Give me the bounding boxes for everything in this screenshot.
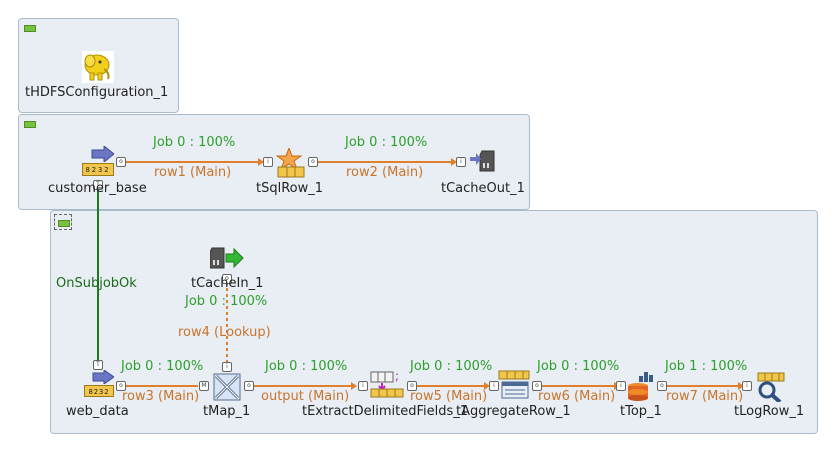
stat-row6: Job 0 : 100% xyxy=(537,359,620,374)
arrow-row5-icon xyxy=(484,382,490,390)
port-in[interactable]: i xyxy=(456,157,466,167)
sql-row-icon[interactable] xyxy=(276,148,306,178)
port-out[interactable]: o xyxy=(407,381,417,391)
connection-label-row4[interactable]: row4 (Lookup) xyxy=(178,325,271,340)
port-out[interactable]: o xyxy=(116,157,126,167)
cache-out-icon[interactable] xyxy=(470,149,500,175)
input-arrow-icon xyxy=(92,370,114,384)
star-icon xyxy=(276,148,305,178)
stat-output: Job 0 : 100% xyxy=(265,359,348,374)
log-row-icon[interactable] xyxy=(754,372,786,402)
customer-base-icon[interactable]: 8232 xyxy=(82,146,114,178)
svg-text:;: ; xyxy=(395,370,399,383)
arrow-row7-icon xyxy=(738,382,744,390)
component-label-cache-in[interactable]: tCacheIn_1 xyxy=(191,276,264,291)
collapse-icon[interactable] xyxy=(24,121,36,128)
input-arrow-icon xyxy=(91,146,114,162)
port-main[interactable]: M xyxy=(199,381,209,391)
component-label-cache-out[interactable]: tCacheOut_1 xyxy=(441,181,525,196)
data-badge: 8232 xyxy=(82,163,114,176)
stat-row1: Job 0 : 100% xyxy=(153,135,236,150)
data-badge: 8232 xyxy=(84,385,114,397)
hadoop-elephant-icon[interactable] xyxy=(82,51,114,83)
collapse-marker-icon xyxy=(58,220,70,227)
connection-label-row5[interactable]: row5 (Main) xyxy=(410,389,488,404)
component-label-tmap[interactable]: tMap_1 xyxy=(203,404,251,419)
arrow-row1-icon xyxy=(258,158,264,166)
connection-label-output[interactable]: output (Main) xyxy=(261,389,350,404)
stat-row4: Job 0 : 100% xyxy=(185,294,268,309)
port-out[interactable]: o xyxy=(244,381,254,391)
port-trigger[interactable]: T xyxy=(93,180,103,190)
component-label-customer-base[interactable]: customer_base xyxy=(48,181,147,196)
port-in[interactable]: i xyxy=(222,362,232,372)
port-out[interactable]: o xyxy=(222,274,232,284)
connection-label-row7[interactable]: row7 (Main) xyxy=(666,389,744,404)
stat-row3: Job 0 : 100% xyxy=(121,359,204,374)
stat-row2: Job 0 : 100% xyxy=(345,135,428,150)
port-trigger-in[interactable]: T xyxy=(93,360,103,370)
stat-row7: Job 1 : 100% xyxy=(665,359,748,374)
collapse-icon[interactable] xyxy=(54,214,72,230)
port-in[interactable]: i xyxy=(742,381,752,391)
cache-in-icon[interactable] xyxy=(210,246,244,272)
connection-label-row2[interactable]: row2 (Main) xyxy=(346,165,424,180)
stat-row5: Job 0 : 100% xyxy=(410,359,493,374)
arrow-row2-icon xyxy=(451,158,457,166)
trigger-label-on-subjob-ok[interactable]: OnSubjobOk xyxy=(56,276,137,291)
port-out[interactable]: o xyxy=(657,381,667,391)
connection-label-row3[interactable]: row3 (Main) xyxy=(122,389,200,404)
component-label-extract[interactable]: tExtractDelimitedFields_1 xyxy=(302,404,469,419)
component-label-web-data[interactable]: web_data xyxy=(66,404,129,419)
component-label-logrow[interactable]: tLogRow_1 xyxy=(734,404,805,419)
port-in[interactable]: i xyxy=(263,157,273,167)
web-data-icon[interactable]: 8232 xyxy=(84,370,114,398)
component-label-top[interactable]: tTop_1 xyxy=(620,404,662,419)
subjob-web-data[interactable] xyxy=(50,210,818,434)
extract-fields-icon[interactable]: ; xyxy=(370,370,404,398)
map-icon[interactable] xyxy=(212,372,242,402)
port-out[interactable]: o xyxy=(308,157,318,167)
arrow-output-icon xyxy=(351,382,357,390)
collapse-icon[interactable] xyxy=(24,25,36,32)
top-icon[interactable] xyxy=(626,372,654,402)
port-out[interactable]: o xyxy=(116,381,126,391)
port-in[interactable]: i xyxy=(489,381,499,391)
component-label-hdfs-config[interactable]: tHDFSConfiguration_1 xyxy=(25,85,169,100)
connection-label-row6[interactable]: row6 (Main) xyxy=(538,389,616,404)
port-in[interactable]: i xyxy=(616,381,626,391)
component-label-aggregate[interactable]: tAggregateRow_1 xyxy=(456,404,571,419)
component-label-sql-row[interactable]: tSqlRow_1 xyxy=(256,181,324,196)
port-in[interactable]: i xyxy=(358,381,368,391)
connection-label-row1[interactable]: row1 (Main) xyxy=(154,165,232,180)
aggregate-row-icon[interactable] xyxy=(498,370,530,400)
port-out[interactable]: o xyxy=(532,381,542,391)
